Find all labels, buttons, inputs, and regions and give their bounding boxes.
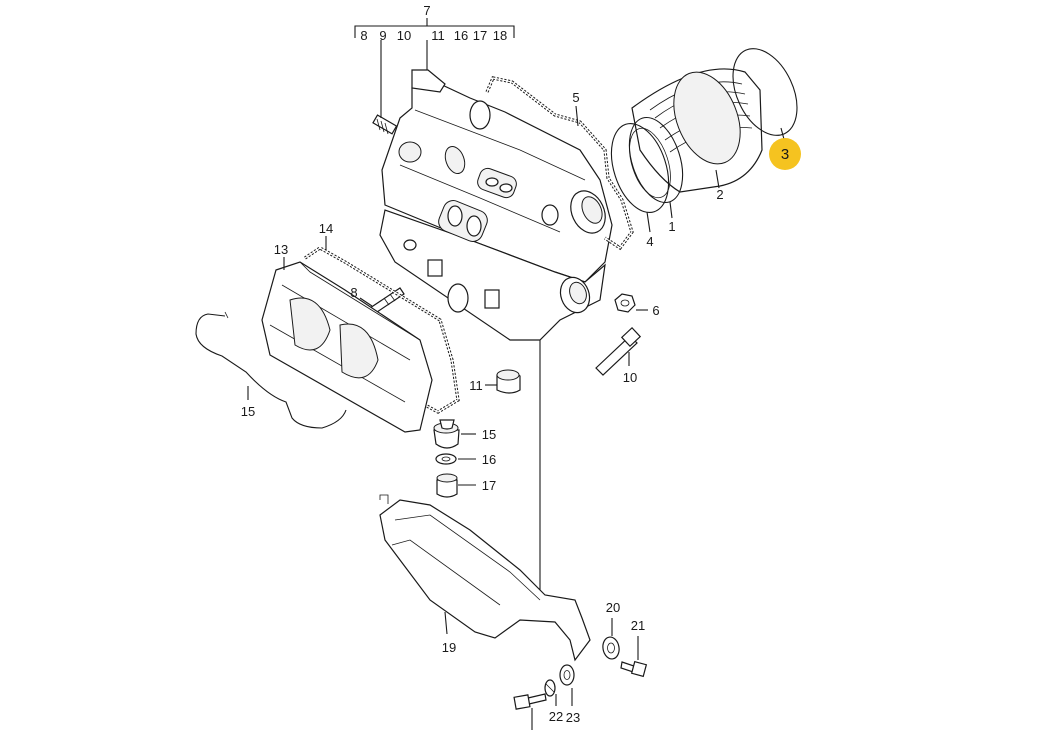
long-stud-part bbox=[595, 326, 642, 376]
callout-7[interactable]: 7 bbox=[423, 3, 430, 18]
callout-10[interactable]: 11 bbox=[469, 378, 483, 393]
cylinder-head-part bbox=[381, 69, 613, 283]
callout-11[interactable]: 10 bbox=[623, 370, 637, 385]
washer-part-19 bbox=[602, 618, 620, 660]
callout-group-9[interactable]: 9 bbox=[379, 28, 386, 43]
callout-6[interactable]: 6 bbox=[652, 303, 659, 318]
callout-group-17[interactable]: 18 bbox=[493, 28, 507, 43]
stud-part bbox=[372, 40, 398, 135]
highlight-marker bbox=[769, 138, 801, 170]
callout-21[interactable]: 22 bbox=[549, 709, 563, 724]
callout-8[interactable]: 8 bbox=[350, 285, 357, 300]
callout-20[interactable]: 21 bbox=[631, 618, 645, 633]
callout-2[interactable]: 2 bbox=[716, 187, 723, 202]
callout-group-10[interactable]: 10 bbox=[397, 28, 411, 43]
callout-group-11[interactable]: 11 bbox=[431, 28, 445, 43]
callout-group-16[interactable]: 17 bbox=[473, 28, 487, 43]
head-gasket-part bbox=[485, 76, 634, 251]
cap-nut-part bbox=[436, 473, 476, 498]
callout-group-15[interactable]: 16 bbox=[454, 28, 468, 43]
valve-cover-gasket-part bbox=[304, 236, 460, 414]
bolt-part-20 bbox=[620, 636, 648, 678]
bolt-part-23 bbox=[513, 693, 547, 730]
retaining-spring-part bbox=[195, 311, 347, 429]
callout-13[interactable]: 14 bbox=[319, 221, 333, 236]
cylinder-head-lower-part bbox=[379, 200, 606, 341]
callout-1[interactable]: 1 bbox=[668, 219, 675, 234]
callout-22[interactable]: 23 bbox=[566, 710, 580, 725]
washer-part bbox=[435, 453, 476, 465]
callout-14[interactable]: 15 bbox=[241, 404, 255, 419]
callout-19[interactable]: 20 bbox=[606, 600, 620, 615]
washer-part-22 bbox=[559, 664, 575, 706]
cap-plug-part bbox=[485, 369, 521, 394]
spring-washer-part bbox=[544, 679, 557, 706]
cylinder-barrel-part bbox=[631, 68, 763, 193]
grommet-part bbox=[433, 419, 476, 449]
callout-16[interactable]: 16 bbox=[482, 452, 496, 467]
callout-15[interactable]: 15 bbox=[482, 427, 496, 442]
deflector-plate-part bbox=[379, 340, 591, 662]
valve-cover-part bbox=[261, 257, 433, 433]
callout-18[interactable]: 19 bbox=[442, 640, 456, 655]
callout-3[interactable]: 3 bbox=[781, 146, 789, 163]
callout-17[interactable]: 17 bbox=[482, 478, 496, 493]
callout-group-8[interactable]: 8 bbox=[360, 28, 367, 43]
piston-rings-part bbox=[610, 116, 684, 233]
callout-4[interactable]: 4 bbox=[646, 234, 653, 249]
nut-part bbox=[614, 293, 648, 313]
callout-5[interactable]: 5 bbox=[572, 90, 579, 105]
callout-12[interactable]: 13 bbox=[274, 242, 288, 257]
